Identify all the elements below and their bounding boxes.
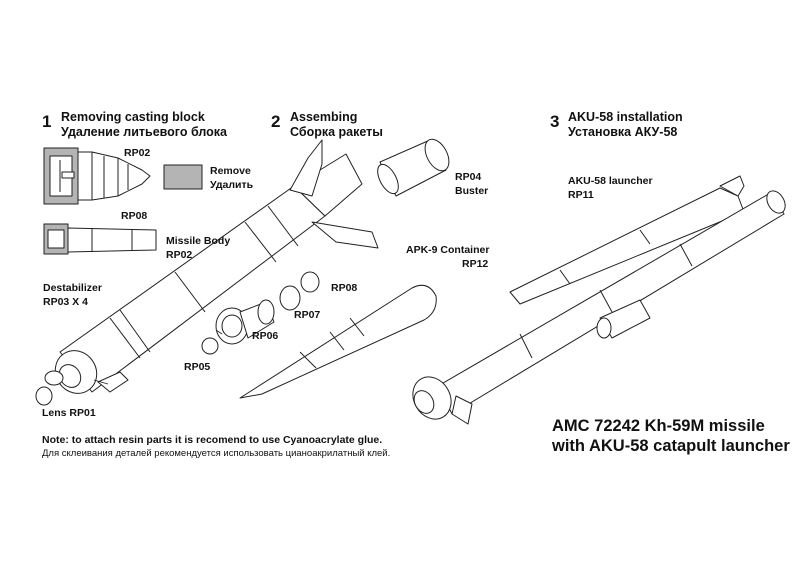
label-rp08: RP08 bbox=[331, 282, 358, 294]
label-apk9-code: RP12 bbox=[462, 258, 489, 270]
note-ru: Для склеивания деталей рекомендуется исп… bbox=[42, 448, 391, 459]
rp02-casting-part bbox=[44, 148, 150, 204]
note-en: Note: to attach resin parts it is recome… bbox=[42, 434, 383, 446]
assembled-missile bbox=[405, 188, 789, 426]
product-subtitle: with AKU-58 catapult launcher bbox=[552, 437, 790, 455]
label-aku58-code: RP11 bbox=[568, 189, 594, 201]
label-rp05: RP05 bbox=[184, 361, 211, 373]
step-2-title-ru: Сборка ракеты bbox=[290, 125, 383, 139]
label-rp02-casting: RP02 bbox=[124, 147, 151, 159]
label-lens: Lens RP01 bbox=[42, 407, 96, 419]
missile-body-exploded bbox=[47, 140, 378, 401]
step-1-number: 1 bbox=[42, 112, 52, 131]
booster-rp04 bbox=[373, 135, 453, 197]
label-rp07: RP07 bbox=[294, 309, 321, 321]
step-3-title-ru: Установка АКУ-58 bbox=[568, 125, 678, 139]
label-destabilizer: Destabilizer bbox=[43, 282, 102, 294]
label-remove: Remove bbox=[210, 165, 251, 177]
small-parts bbox=[36, 272, 319, 405]
aku58-launcher bbox=[510, 176, 744, 304]
step-3-number: 3 bbox=[550, 112, 560, 131]
step-2-number: 2 bbox=[271, 112, 281, 131]
remove-swatch bbox=[164, 165, 202, 189]
apk9-container bbox=[240, 285, 436, 398]
label-apk9-container: APK-9 Container bbox=[406, 244, 490, 256]
leader-lines bbox=[94, 330, 222, 384]
label-remove-ru: Удалить bbox=[210, 179, 254, 191]
step-3-title: AKU-58 installation bbox=[568, 110, 683, 124]
step-2-title: Assembing bbox=[290, 110, 358, 124]
label-rp08-casting: RP08 bbox=[121, 210, 148, 222]
label-buster: Buster bbox=[455, 185, 489, 197]
rp08-casting-part bbox=[44, 224, 156, 254]
label-missile-body-code: RP02 bbox=[166, 249, 193, 261]
label-rp06: RP06 bbox=[252, 330, 279, 342]
step-1-title-ru: Удаление литьевого блока bbox=[61, 125, 227, 139]
label-rp04: RP04 bbox=[455, 171, 482, 183]
product-title: AMC 72242 Kh-59M missile bbox=[552, 417, 765, 435]
label-destabilizer-code: RP03 X 4 bbox=[43, 296, 88, 308]
label-aku58-launcher: AKU-58 launcher bbox=[568, 175, 653, 187]
step-1-title: Removing casting block bbox=[61, 110, 205, 124]
label-missile-body: Missile Body bbox=[166, 235, 231, 247]
